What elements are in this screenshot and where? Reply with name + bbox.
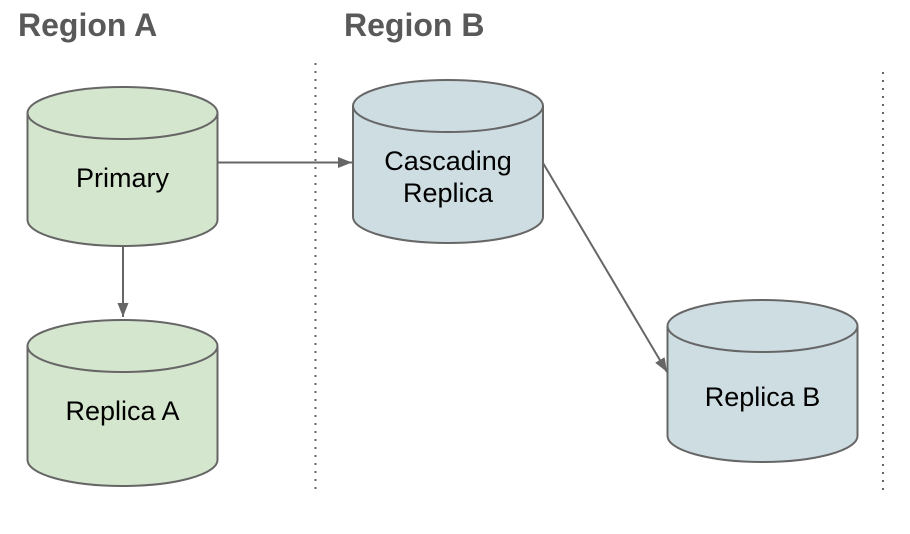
node-replica-b: Replica B xyxy=(666,299,859,463)
database-cylinder-icon xyxy=(26,86,219,247)
database-cylinder-icon xyxy=(666,299,859,463)
database-cylinder-icon xyxy=(352,79,544,244)
cylinder-rim xyxy=(26,345,219,373)
node-primary: Primary xyxy=(26,86,219,247)
cylinder-rim xyxy=(26,112,219,140)
node-cascading-replica-label-line1: Cascading xyxy=(384,146,512,176)
region-b-label: Region B xyxy=(344,7,485,43)
region-a-label: Region A xyxy=(18,7,158,43)
database-cylinder-icon xyxy=(26,319,219,487)
node-replica-b-label: Replica B xyxy=(705,382,821,412)
edge-line-cascading-replica-to-replica-b xyxy=(542,162,668,373)
node-cascading-replica: Cascading Replica xyxy=(352,79,544,244)
node-replica-a: Replica A xyxy=(26,319,219,487)
edge-cascading-replica-to-replica-b xyxy=(542,162,668,373)
cylinder-rim xyxy=(352,105,544,133)
node-replica-a-label: Replica A xyxy=(65,396,179,426)
node-primary-label: Primary xyxy=(76,163,169,193)
cylinder-rim xyxy=(666,325,859,353)
node-cascading-replica-label-line2: Replica xyxy=(403,178,494,208)
